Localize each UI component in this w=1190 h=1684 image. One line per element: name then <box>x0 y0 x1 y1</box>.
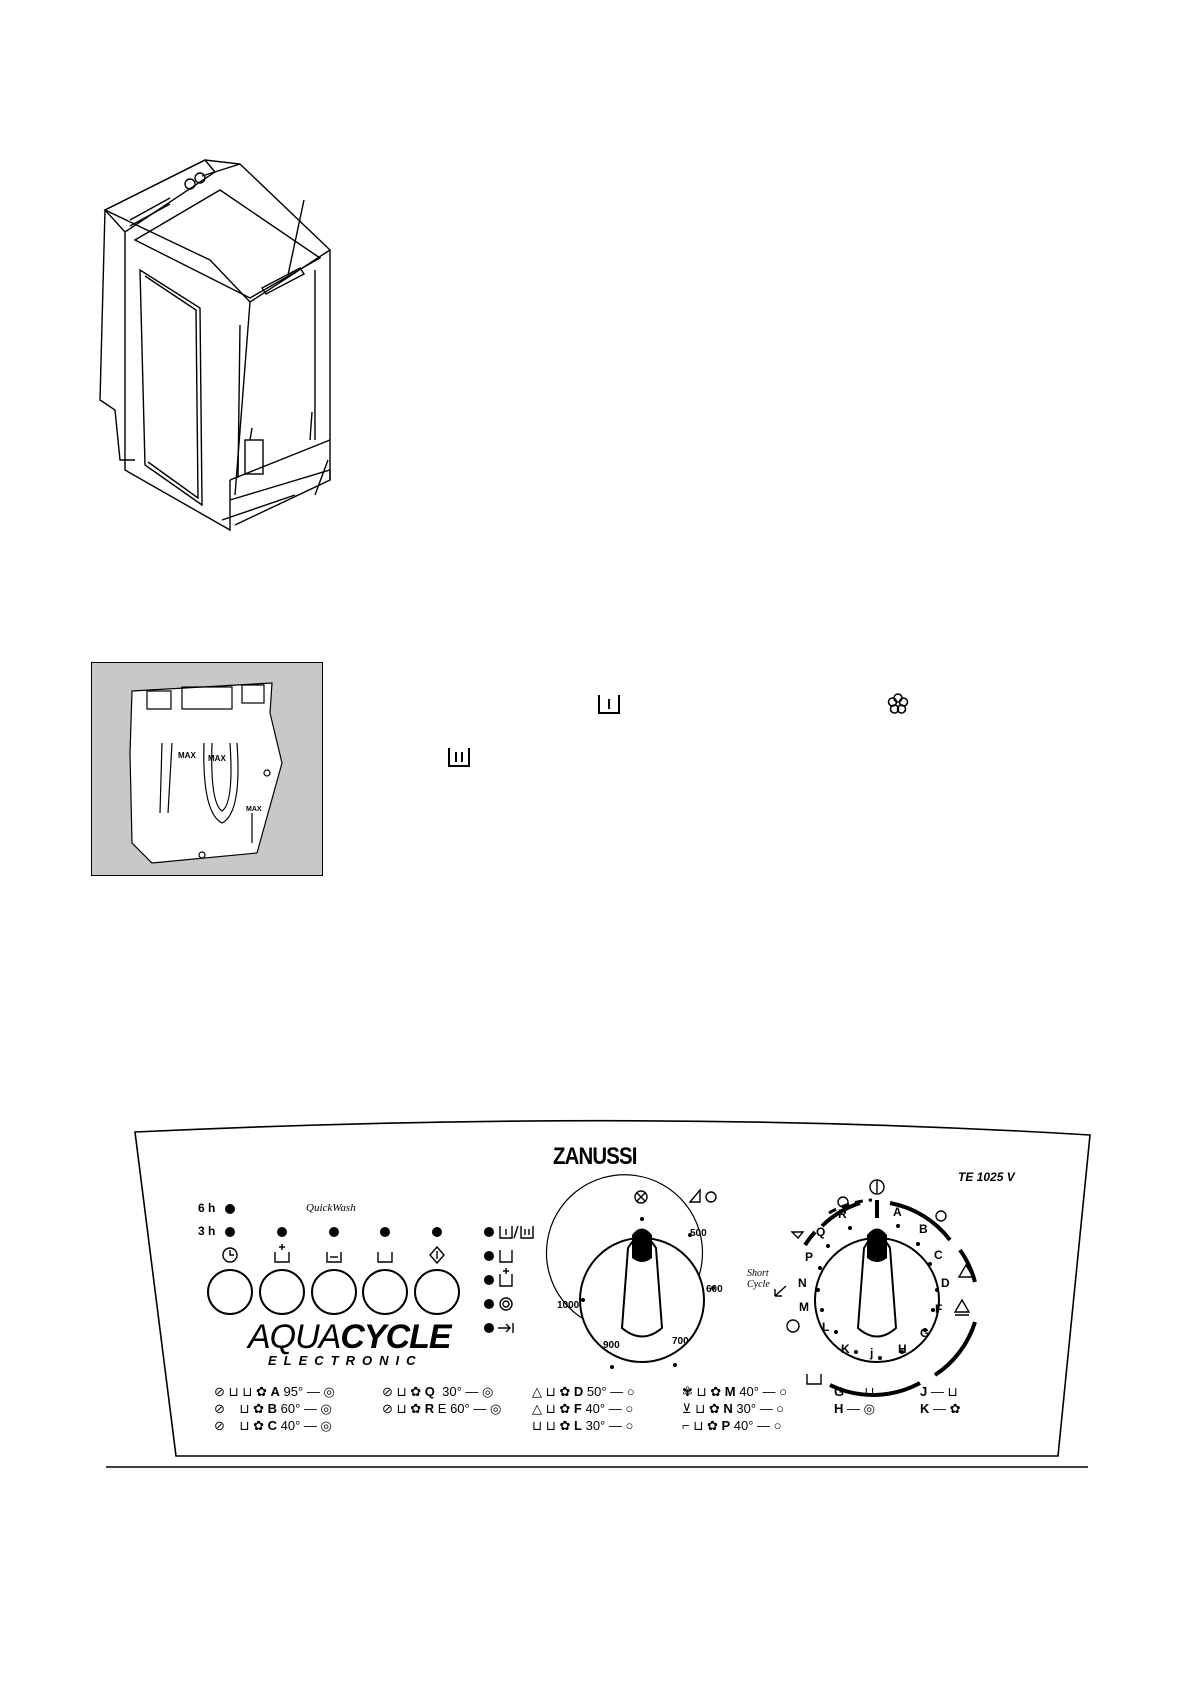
cycle-label: Cycle <box>747 1279 770 1290</box>
prog-letter-N: N <box>798 1276 807 1290</box>
table-row: ⊘ ⊔ ⊔ ✿ A 95° — ◎ <box>214 1384 335 1399</box>
timer-6h-label: 6 h <box>198 1201 216 1215</box>
table-row: ✾ ⊔ ✿ M 40° — ○ <box>682 1384 787 1399</box>
aquacycle-logo: AQUACYCLE <box>248 1318 452 1357</box>
spin-label-900: 900 <box>603 1340 620 1351</box>
prog-letter-L: L <box>822 1320 830 1334</box>
prog-letter-B: B <box>919 1222 928 1236</box>
dispenser-max1-label: MAX <box>178 751 196 760</box>
prog-letter-j: j <box>870 1346 874 1360</box>
no-spin-button <box>362 1269 408 1315</box>
table-letter: P <box>721 1418 731 1433</box>
table-row: J — ⊔ <box>920 1384 958 1399</box>
logo-cycle: CYCLE <box>340 1318 451 1356</box>
table-temp: 40° <box>280 1418 301 1433</box>
table-row: ⌐ ⊔ ✿ P 40° — ○ <box>682 1418 782 1433</box>
table-temp: 30° <box>736 1401 757 1416</box>
spin-label-600: 600 <box>706 1284 723 1295</box>
dispenser-max2-label: MAX <box>208 754 226 763</box>
table-row: ⊻ ⊔ ✿ N 30° — ○ <box>682 1401 785 1416</box>
model-label: TE 1025 V <box>958 1170 1015 1184</box>
table-temp: 40° <box>585 1401 606 1416</box>
prog-letter-Q: Q <box>816 1225 826 1239</box>
table-letter: M <box>724 1384 736 1399</box>
table-row: G — ⊔ <box>834 1384 875 1399</box>
program-dial[interactable] <box>803 1198 977 1397</box>
table-row: ⊘ ⊔ ✿ B 60° — ◎ <box>214 1401 332 1416</box>
prog-letter-P: P <box>805 1250 814 1264</box>
table-temp: 95° <box>283 1384 304 1399</box>
table-letter: R <box>424 1401 435 1416</box>
spin-dial[interactable] <box>545 1174 705 1363</box>
dispenser-max3-label: MAX <box>246 806 262 813</box>
table-row: △ ⊔ ✿ D 50° — ○ <box>532 1384 635 1399</box>
prewash-icon <box>598 695 620 714</box>
table-letter: A <box>270 1384 280 1399</box>
prog-letter-R: R <box>838 1207 847 1221</box>
washing-machine-illustration <box>99 159 332 532</box>
table-row: ⊘ ⊔ ✿ C 40° — ◎ <box>214 1418 332 1433</box>
table-row: △ ⊔ ✿ F 40° — ○ <box>532 1401 634 1416</box>
table-letter: Q <box>424 1384 435 1399</box>
prog-letter-F: F <box>935 1302 943 1316</box>
table-letter: D <box>573 1384 584 1399</box>
table-letter: K <box>920 1401 930 1416</box>
table-letter: G <box>834 1384 845 1399</box>
spin-label-1000: 1000 <box>557 1300 580 1311</box>
table-temp: 60° <box>280 1401 301 1416</box>
prog-letter-H: H <box>898 1342 907 1356</box>
table-row: ⊔ ⊔ ✿ L 30° — ○ <box>532 1418 634 1433</box>
spin-label-700: 700 <box>672 1336 689 1347</box>
timer-3h-label: 3 h <box>198 1224 216 1238</box>
table-temp: 30° <box>585 1418 606 1433</box>
delay-start-button <box>207 1269 253 1315</box>
table-letter: B <box>267 1401 277 1416</box>
table-temp: E 60° <box>437 1401 470 1416</box>
prog-letter-C: C <box>934 1248 943 1262</box>
table-letter: L <box>574 1418 582 1433</box>
prog-letter-D: D <box>941 1276 950 1290</box>
table-temp: 50° <box>586 1384 607 1399</box>
table-letter: F <box>573 1401 582 1416</box>
table-temp: 40° <box>733 1418 754 1433</box>
dispenser-picture: MAX MAX MAX <box>91 662 323 876</box>
main-wash-icon <box>448 748 470 767</box>
table-row: K — ✿ <box>920 1401 961 1416</box>
prog-letter-A: A <box>893 1205 902 1219</box>
table-letter: N <box>723 1401 733 1416</box>
table-row: H — ◎ <box>834 1401 875 1416</box>
short-label: Short <box>747 1268 769 1279</box>
start-button <box>414 1269 460 1315</box>
electronic-logo: ELECTRONIC <box>268 1353 423 1368</box>
rinse-hold-button <box>311 1269 357 1315</box>
program-table: ⊘ ⊔ ⊔ ✿ A 95° — ◎ ⊘ ⊔ ✿ B 60° — ◎ ⊘ ⊔ ✿ … <box>214 1384 974 1444</box>
prog-letter-M: M <box>799 1300 809 1314</box>
table-letter: J <box>920 1384 928 1399</box>
brand-logo: ZANUSSI <box>553 1143 637 1170</box>
prog-letter-G: G <box>920 1326 930 1340</box>
extra-rinse-button <box>259 1269 305 1315</box>
table-temp: 30° <box>442 1384 462 1399</box>
short-cycle-label: Short Cycle <box>747 1268 770 1290</box>
logo-aqua: AQUA <box>248 1318 341 1356</box>
softener-icon <box>887 693 909 714</box>
quickwash-label: QuickWash <box>306 1202 356 1214</box>
spin-label-500: 500 <box>690 1228 707 1239</box>
table-letter: C <box>267 1418 277 1433</box>
table-temp: 40° <box>739 1384 759 1399</box>
table-row: ⊘ ⊔ ✿ Q 30° — ◎ <box>382 1384 494 1399</box>
table-row: ⊘ ⊔ ✿ R E 60° — ◎ <box>382 1401 502 1416</box>
table-letter: H <box>834 1401 844 1416</box>
prog-letter-K: K <box>841 1342 850 1356</box>
